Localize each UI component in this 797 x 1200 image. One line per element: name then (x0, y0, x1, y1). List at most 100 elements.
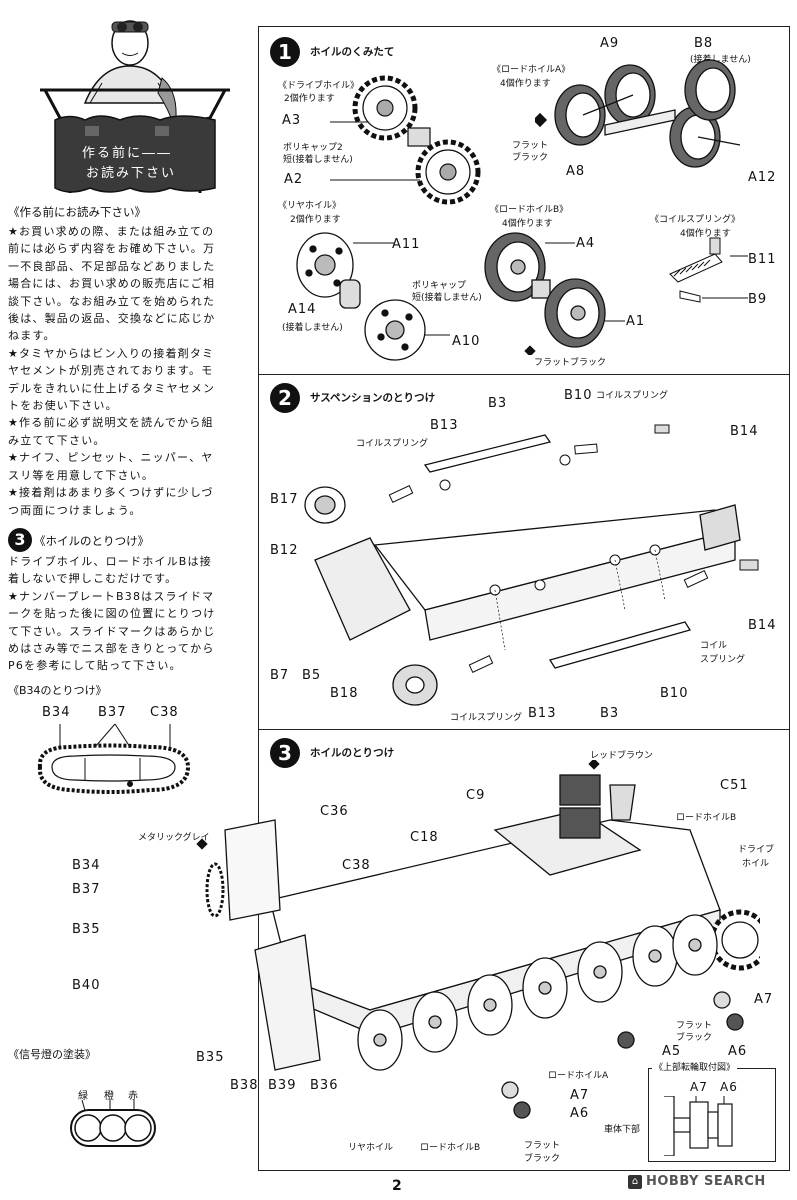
label-B3-bottom: B3 (600, 706, 620, 721)
label-B10-top: B10 (564, 388, 593, 403)
note-line: 場合には、お買い求めの販売店にご相 (8, 277, 216, 291)
watermark: ⌂ HOBBY SEARCH (628, 1174, 766, 1189)
label-B35-b: B35 (196, 1050, 225, 1065)
label-C36: C36 (320, 804, 349, 819)
label-B12: B12 (270, 543, 299, 558)
note-line: トをお使い下さい。 (8, 399, 118, 413)
spring-label: スプリング (700, 655, 746, 665)
step1-number: 1 (270, 37, 300, 67)
label-A5: A5 (662, 1044, 682, 1059)
rear-wheel-title: 《リヤホイル》 (278, 201, 342, 211)
road-wheel-b-drawing (480, 225, 630, 357)
step2-number: 2 (270, 383, 300, 413)
upper-roller-title: 《上部転輪取付図》 (652, 1060, 738, 1073)
upper-roller-A6: A6 (720, 1080, 738, 1094)
b34-detail-title: 《B34のとりつけ》 (8, 684, 107, 697)
step2-title: サスペンションのとりつけ (310, 392, 436, 404)
drive-wheel-drawing (330, 70, 490, 205)
road-wheel-b-title: 《ロードホイルB》 (490, 205, 569, 215)
step1-title: ホイルのくみたて (310, 46, 395, 58)
note-line: て下さい。スライドマークはあらかじ (8, 624, 216, 638)
label-A7-top: A7 (754, 992, 774, 1007)
note-line: めはさみ等でニス部をきりとってから (8, 642, 215, 656)
pre-assembly-notes: 《作る前にお読み下さい》 ★お買い求めの際、または組み立ての 前には必らず内容を… (8, 204, 253, 519)
signal-light-drawing (68, 1099, 158, 1150)
label-B17: B17 (270, 492, 299, 507)
coil-label: コイル (700, 641, 728, 651)
metallic-grey-label: メタリックグレイ (138, 833, 210, 843)
signal-title: 《信号燈の塗装》 (8, 1048, 96, 1061)
note-line: み立てて下さい。 (8, 433, 106, 447)
label-B14-top: B14 (730, 424, 759, 439)
note-line: ★お買い求めの際、または組み立ての (8, 225, 215, 238)
flat-black-b: フラットブラック (534, 358, 607, 368)
label-A6-top: A6 (728, 1044, 748, 1059)
label-B14-right: B14 (748, 618, 777, 633)
note-line: ークを貼った後に図の位置にとりつけ (8, 607, 216, 621)
note-line: ★作る前に必ず説明文を読んでから組 (8, 416, 214, 430)
label-B10-bottom: B10 (660, 686, 689, 701)
road-wheel-a-qty: 4個作ります (500, 79, 551, 89)
note-line: 着しないで押しこむだけです。 (8, 572, 178, 586)
label-A12: A12 (748, 170, 777, 185)
label-A4: A4 (576, 236, 596, 251)
driver-illustration (30, 8, 240, 193)
upper-roller-drawing (660, 1095, 760, 1157)
note-line: スリ等を用意して下さい。 (8, 468, 155, 482)
rear-wheel-qty: 2個作ります (290, 215, 341, 225)
polycap-b-2: 短(接着しません) (412, 293, 482, 303)
flat-black-1a: フラット (512, 141, 549, 151)
coil-spring-label-2: コイルスプリング (596, 391, 669, 401)
label-A2: A2 (284, 172, 304, 187)
flat-black-s3d: ブラック (524, 1154, 561, 1164)
note-line: つ両面につけましょう。 (8, 503, 142, 517)
note-line: 前には必らず内容をお確め下さい。万 (8, 242, 216, 256)
label-C18: C18 (410, 830, 439, 845)
note-line: ★タミヤからはビン入りの接着剤タミ (8, 346, 215, 360)
note-line: ねます。 (8, 329, 56, 343)
a14-no-glue: (接着しません) (282, 323, 343, 333)
label-B7: B7 (270, 668, 290, 683)
label-B9: B9 (748, 292, 768, 307)
label-B35-a: B35 (72, 922, 101, 937)
note-line: ★ナンバープレートB38はスライドマ (8, 589, 215, 603)
note-line: P6を参考にして貼って下さい。 (8, 659, 182, 673)
label-A14: A14 (288, 302, 317, 317)
drive-wheel-qty: 2個作ります (284, 94, 335, 104)
upper-roller-A7: A7 (690, 1080, 708, 1094)
road-wheel-a-label: ロードホイルA (548, 1071, 609, 1081)
flat-black-s3b: ブラック (676, 1033, 713, 1043)
label-B11: B11 (748, 252, 777, 267)
wheel-label: ホイル (742, 859, 770, 869)
polycap-label-2: 短(接着しません) (283, 155, 353, 165)
road-wheel-a-title: 《ロードホイルA》 (492, 65, 571, 75)
label-A11: A11 (392, 237, 421, 252)
label-B18: B18 (330, 686, 359, 701)
label-B36: B36 (310, 1078, 339, 1093)
label-C38: C38 (150, 705, 179, 720)
note-line: 談下さい。なお組み立てを始められた (8, 294, 216, 308)
hobby-search-logo-icon: ⌂ (628, 1174, 642, 1189)
chassis-drawing (295, 410, 775, 710)
flat-black-1b: ブラック (512, 153, 549, 163)
road-wheel-b-label-bottom: ロードホイルB (420, 1143, 481, 1153)
label-B37-step3: B37 (72, 882, 101, 897)
drive-label: ドライブ (738, 845, 775, 855)
note-line: ★接着剤はあまり多くつけずに少しづ (8, 486, 214, 500)
label-B40: B40 (72, 978, 101, 993)
b8-no-glue: (接着しません) (690, 55, 751, 65)
step3-number: 3 (270, 738, 300, 768)
note-line: ★ナイフ、ピンセット、ニッパー、ヤ (8, 451, 214, 465)
label-A9: A9 (600, 36, 620, 51)
signal-color-red: 赤 (128, 1091, 138, 1102)
polycap-label-1: ポリキャップ2 (283, 143, 343, 153)
signal-color-green: 緑 (78, 1091, 88, 1102)
label-B13-top: B13 (430, 418, 459, 433)
rear-wheel-drawing (285, 225, 455, 365)
note-line: デルをきれいに仕上げるタミヤセメン (8, 381, 216, 395)
label-C51: C51 (720, 778, 749, 793)
road-wheel-b-qty: 4個作ります (502, 219, 553, 229)
coil-spring-label-1: コイルスプリング (356, 439, 429, 449)
label-B5: B5 (302, 668, 322, 683)
label-B8: B8 (694, 36, 714, 51)
